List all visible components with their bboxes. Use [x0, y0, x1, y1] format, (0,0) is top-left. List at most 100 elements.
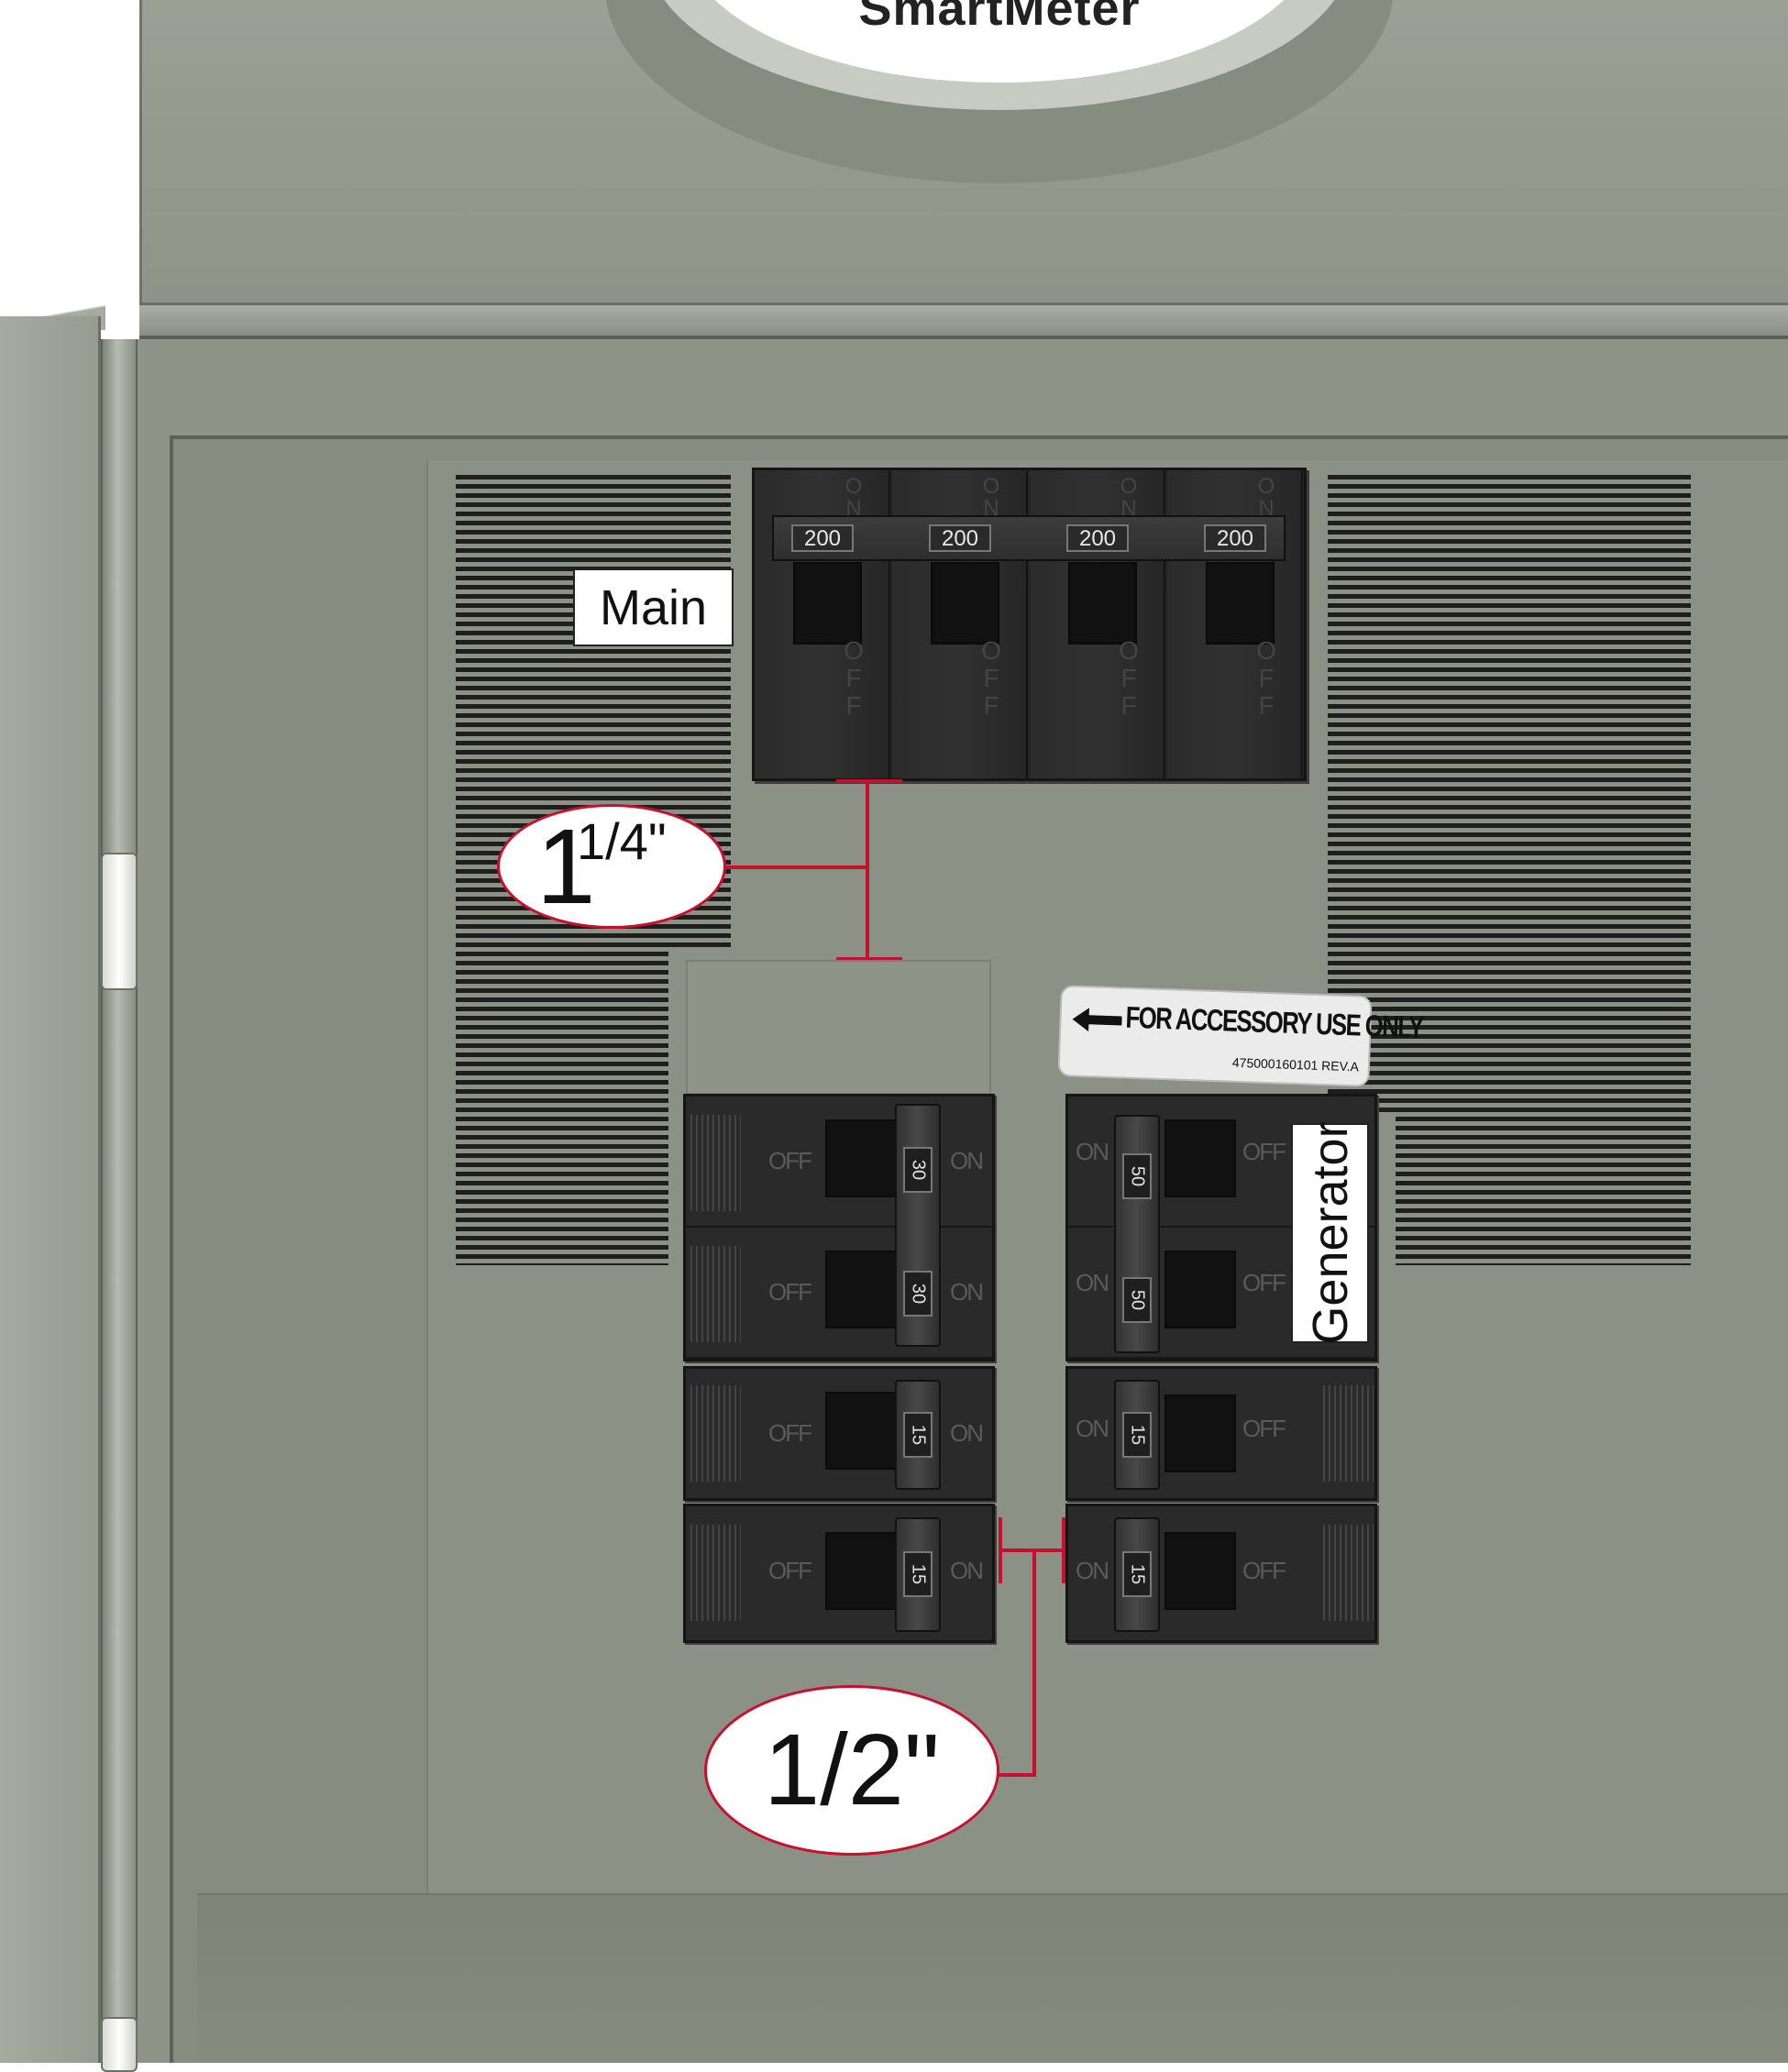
on-marking: ON — [1076, 1269, 1109, 1296]
on-marking: ON — [1076, 1415, 1109, 1442]
rating-plate: 15 — [1122, 1412, 1152, 1458]
off-marking: OFF — [768, 1557, 812, 1584]
breaker-15a-right-1[interactable]: ON OFF 15 — [1065, 1366, 1377, 1501]
upper-hinge-icon — [101, 853, 138, 990]
rating-text: 15 — [908, 1424, 929, 1446]
rating-text: 50 — [1127, 1289, 1148, 1311]
on-marking: ON — [950, 1557, 984, 1584]
deadfront-bottom — [197, 1893, 1788, 2063]
breaker-window — [1164, 1251, 1236, 1328]
dimension-callout-half: 1/2" — [704, 1685, 999, 1856]
breaker-toggle[interactable]: 15 — [895, 1517, 941, 1632]
right-vent-slats — [1328, 475, 1691, 1117]
dimension-leader-vertical — [1032, 1550, 1036, 1777]
breaker-30a-double[interactable]: OFF ON OFF ON 30 30 — [683, 1094, 995, 1361]
on-marking: ON — [950, 1278, 984, 1306]
rating-text: 30 — [908, 1283, 929, 1305]
fine-print — [690, 1525, 741, 1621]
off-marking: OFF — [768, 1278, 812, 1306]
dimension-tick-top — [836, 779, 902, 783]
pole-window — [931, 562, 999, 645]
deadfront-left-band — [197, 460, 428, 2063]
breaker-row: OFF ON — [686, 1228, 992, 1359]
fine-print — [690, 1115, 741, 1211]
on-marking: ON — [950, 1147, 984, 1174]
breaker-15a-left-1[interactable]: OFF ON 15 — [683, 1366, 995, 1501]
dimension-text: 1/2" — [764, 1714, 940, 1826]
breaker-toggle[interactable]: 15 — [1114, 1380, 1160, 1490]
dimension-tick-right — [1062, 1517, 1065, 1583]
rating-plate: 30 — [903, 1147, 933, 1193]
off-marking: OFF — [1242, 1269, 1286, 1296]
lower-hinge-icon — [101, 2017, 138, 2072]
accessory-label: FOR ACCESSORY USE ONLY 475000160101 REV.… — [1057, 985, 1423, 1087]
dimension-fraction: 1/4" — [577, 812, 667, 870]
on-marking: ON — [950, 1419, 984, 1447]
rating-plate: 15 — [903, 1412, 933, 1458]
main-breaker-handle[interactable] — [772, 515, 1286, 561]
dimension-line-horizontal — [1000, 1548, 1064, 1552]
breaker-toggle[interactable]: 50 50 — [1114, 1115, 1160, 1353]
rating-plate: 15 — [903, 1551, 933, 1597]
breaker-15a-left-2[interactable]: OFF ON 15 — [683, 1504, 995, 1643]
breaker-window — [1164, 1394, 1236, 1472]
main-label: Main — [573, 568, 734, 646]
breaker-window — [825, 1532, 897, 1610]
generator-label: Generator — [1291, 1121, 1369, 1345]
off-marking: OFF — [1242, 1557, 1286, 1584]
rating-text: 15 — [1127, 1424, 1148, 1446]
fine-print — [1323, 1385, 1374, 1482]
breaker-toggle[interactable]: 30 30 — [895, 1104, 941, 1347]
rating-text: 15 — [908, 1563, 929, 1585]
fine-print — [690, 1385, 741, 1482]
off-marking: OFF — [1242, 1138, 1286, 1165]
rating-text: 30 — [908, 1159, 929, 1181]
rating-plate: 50 — [1122, 1153, 1152, 1199]
breaker-toggle[interactable]: 15 — [895, 1380, 941, 1490]
rating-plate: 15 — [1122, 1551, 1152, 1597]
right-vent-slats-lower — [1396, 1117, 1691, 1265]
dimension-callout-quarter: 1 1/4" — [497, 804, 726, 929]
housing-ledge — [139, 303, 1788, 339]
rating-plate: 30 — [903, 1271, 933, 1317]
dimension-whole: 1 — [536, 807, 596, 926]
rating-text: 50 — [1127, 1165, 1148, 1187]
hinge-strip — [101, 339, 138, 2063]
accessory-part-number: 475000160101 REV.A — [1231, 1054, 1360, 1075]
breaker-row: ON OFF — [1068, 1097, 1374, 1228]
main-rating-plate: 200 — [929, 524, 991, 552]
pole-window — [1206, 562, 1275, 645]
panel-door[interactable] — [0, 316, 101, 2063]
breaker-window — [825, 1392, 897, 1470]
off-marking: OFF — [768, 1419, 812, 1447]
dimension-tick-bottom — [836, 957, 902, 961]
off-marking: OFF — [1242, 1415, 1286, 1442]
rating-text: 15 — [1127, 1563, 1148, 1585]
left-vent-slats-lower — [456, 952, 668, 1265]
blank-filler-plate — [686, 960, 991, 1095]
pole-window — [793, 562, 862, 645]
on-marking: ON — [1076, 1138, 1109, 1165]
main-rating-plate: 200 — [1066, 524, 1129, 552]
breaker-toggle[interactable]: 15 — [1114, 1517, 1160, 1632]
dimension-leader — [998, 1773, 1036, 1777]
breaker-row: ON OFF — [1068, 1228, 1374, 1359]
breaker-window — [1164, 1532, 1236, 1610]
fine-print — [690, 1246, 741, 1342]
rating-plate: 50 — [1122, 1277, 1152, 1323]
breaker-window — [825, 1251, 897, 1328]
dimension-leader — [724, 865, 867, 869]
breaker-15a-right-2[interactable]: ON OFF 15 — [1065, 1504, 1377, 1643]
breaker-window — [1164, 1119, 1236, 1197]
arrow-left-icon — [1072, 1008, 1122, 1032]
main-rating-plate: 200 — [791, 524, 854, 552]
main-rating-plate: 200 — [1204, 524, 1266, 552]
fine-print — [1323, 1525, 1374, 1621]
